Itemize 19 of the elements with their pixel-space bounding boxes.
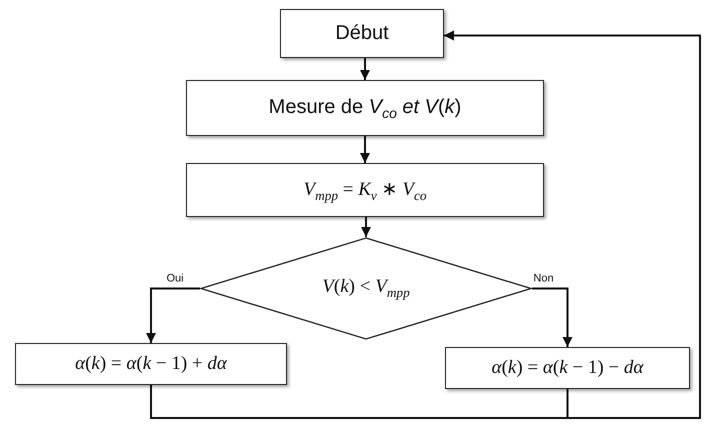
arrow	[532, 288, 572, 347]
process-box	[15, 343, 287, 385]
arrow	[360, 58, 370, 80]
arrow	[360, 136, 370, 163]
process-box	[445, 347, 690, 389]
edge-label: Non	[532, 273, 555, 284]
formula-text: V(k) < V$_{mpp}$	[322, 276, 410, 301]
formula-text: V$_{mpp}$ = K$_{v}$ ∗ V$_{co}$	[304, 178, 426, 204]
edge-label: Oui	[165, 273, 185, 284]
process-box	[280, 9, 444, 58]
arrow	[444, 30, 701, 419]
formula-text: α(k) = α(k − 1) − dα	[492, 357, 644, 379]
arrow	[146, 288, 200, 343]
box-text: Mesure de V$_{co}$ et V(k)	[268, 96, 462, 120]
process-box	[186, 80, 544, 136]
process-box	[186, 163, 544, 217]
formula-text: α(k) = α(k − 1) + dα	[75, 353, 227, 375]
box-text: Début	[335, 22, 389, 45]
arrow	[361, 217, 371, 237]
